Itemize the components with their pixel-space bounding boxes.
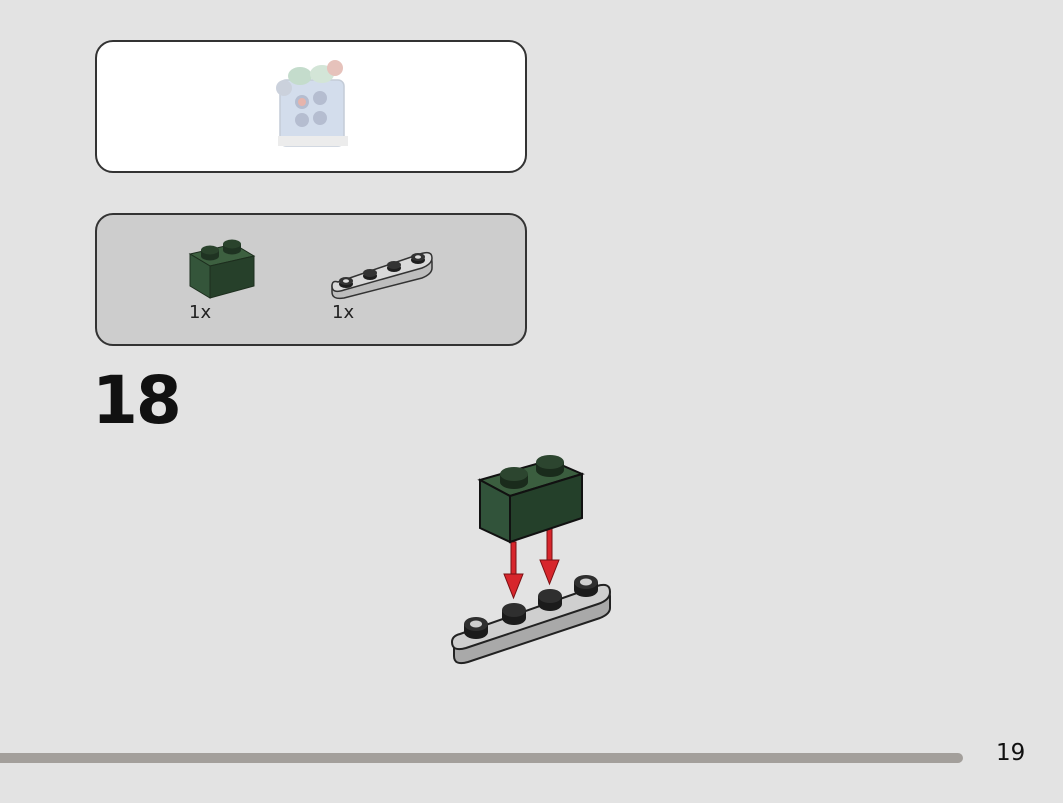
light-gray-plate-1x4-icon (331, 251, 433, 300)
faded-model-preview-icon (276, 60, 348, 147)
part-quantity-brick: 1x (189, 302, 212, 323)
assembly-preview-panel (95, 40, 527, 173)
assembly-step-illustration (450, 455, 612, 665)
gray-plate-1x4-icon (450, 575, 612, 665)
step-number: 18 (92, 362, 182, 439)
green-brick-1x2-icon (477, 455, 585, 544)
part-quantity-plate: 1x (332, 302, 355, 323)
page-number: 19 (996, 740, 1026, 766)
page-progress-bar (0, 753, 963, 763)
dark-green-brick-1x2-icon (188, 239, 256, 299)
parts-list-panel (95, 213, 527, 346)
red-arrow-icon (503, 527, 560, 600)
